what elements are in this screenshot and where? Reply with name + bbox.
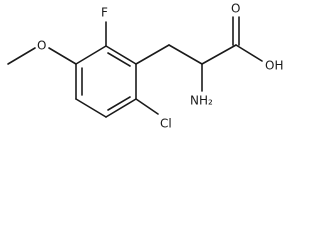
fluorine-label: F	[101, 6, 108, 20]
chlorine-label: Cl	[160, 117, 172, 131]
bond-ch2-alpha	[168, 44, 203, 65]
ring-bond-c6-c1	[75, 45, 107, 65]
bond-carboxyl-oh	[235, 44, 263, 62]
ring-double-bond-c3-c4	[107, 96, 131, 111]
methoxy-oxygen-label: O	[37, 39, 46, 53]
hydroxyl-label: OH	[265, 59, 283, 73]
ring-bond-c4-c5	[75, 98, 107, 118]
bond-o-methyl	[7, 47, 36, 65]
bond-alpha-carboxyl	[201, 44, 237, 65]
structure-canvas: F O O OH NH₂ Cl	[7, 1, 284, 131]
bond-c-cl	[135, 98, 159, 115]
carbonyl-oxygen-label: O	[231, 2, 240, 16]
bond-ring-ch2	[135, 44, 170, 65]
ring-bond-c1-c2	[105, 45, 137, 65]
ring-bond-c3-c4	[105, 98, 137, 118]
ring-double-bond-c1-c2	[107, 52, 131, 67]
bond-c-o-methoxy	[48, 47, 77, 65]
amino-label: NH₂	[190, 94, 213, 108]
chemical-structure-diagram: F O O OH NH₂ Cl	[7, 2, 283, 131]
